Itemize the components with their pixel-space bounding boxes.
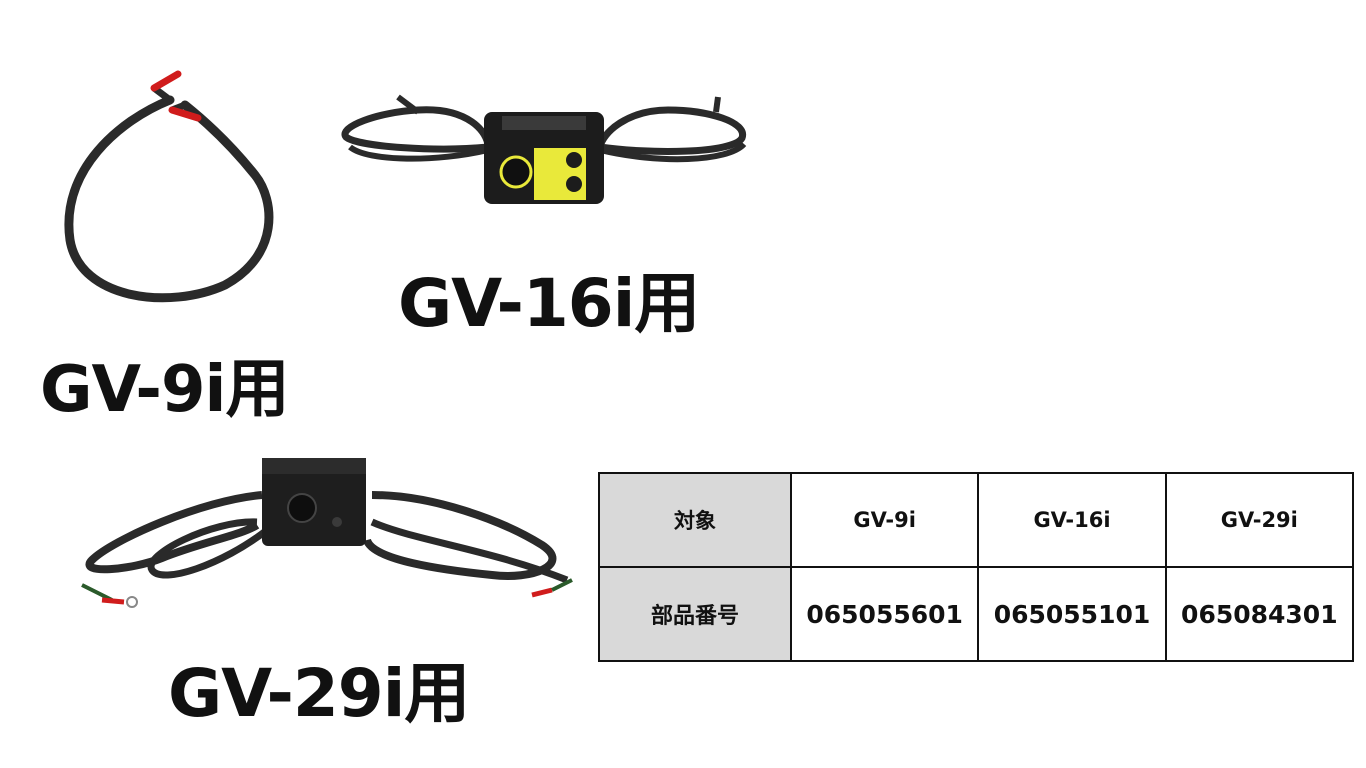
part-number-gv16i: 065055101	[977, 566, 1167, 662]
gv16i-adapter-image	[341, 94, 747, 204]
gv9i-caption: GV-9i用	[40, 353, 289, 427]
target-header-cell: 対象	[598, 472, 792, 568]
table-row-part-number: 部品番号 065055601 065055101 065084301	[598, 566, 1355, 662]
gv16i-caption: GV-16i用	[398, 265, 700, 342]
target-cell-gv29i: GV-29i	[1164, 472, 1355, 568]
part-number-gv29i: 065084301	[1164, 566, 1355, 662]
target-cell-gv9i: GV-9i	[789, 472, 980, 568]
gv29i-caption: GV-29i用	[168, 655, 470, 732]
part-number-table: 対象 GV-9i GV-16i GV-29i 部品番号 065055601 06…	[598, 472, 1355, 662]
part-number-gv9i: 065055601	[789, 566, 980, 662]
target-cell-gv16i: GV-16i	[977, 472, 1167, 568]
table-row-target: 対象 GV-9i GV-16i GV-29i	[598, 472, 1355, 568]
gv9i-cable-image	[64, 70, 274, 303]
gv29i-adapter-image	[81, 458, 573, 608]
part-number-header-cell: 部品番号	[598, 566, 792, 662]
